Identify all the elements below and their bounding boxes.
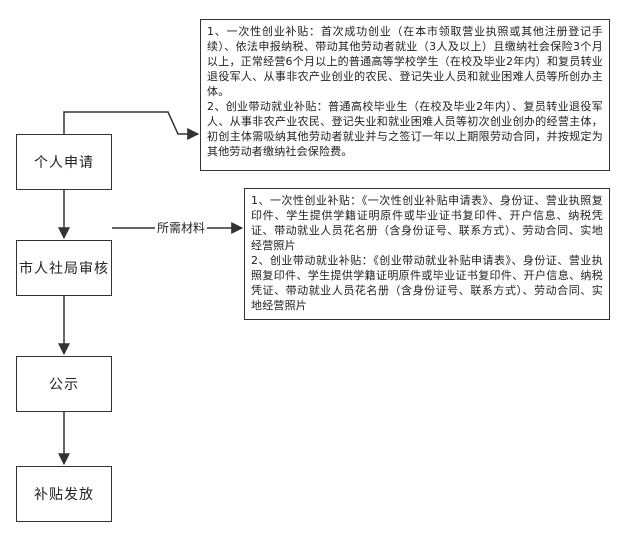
step-review-label: 市人社局审核 bbox=[19, 261, 109, 277]
step-payout: 补贴发放 bbox=[16, 466, 112, 522]
condition-item-2: 2、创业带动就业补贴：普通高校毕业生（在校及毕业2年内）、复员转业退役军人、从事… bbox=[207, 100, 603, 158]
material-item-1: 1、一次性创业补贴：《一次性创业补贴申请表》、身份证、营业执照复印件、学生提供学… bbox=[251, 194, 603, 252]
step-publicity: 公示 bbox=[16, 356, 112, 412]
step-apply: 个人申请 bbox=[16, 134, 112, 190]
step-publicity-label: 公示 bbox=[49, 377, 79, 393]
step-apply-label: 个人申请 bbox=[34, 155, 94, 171]
step-payout-label: 补贴发放 bbox=[34, 487, 94, 503]
conditions-box: 1、一次性创业补贴：首次成功创业（在本市领取营业执照或其他注册登记手续）、依法申… bbox=[200, 19, 610, 171]
edge-apply-to-conditions bbox=[63, 111, 200, 140]
materials-edge-label: 所需材料 bbox=[155, 221, 208, 235]
material-item-2: 2、创业带动就业补贴：《创业带动就业补贴申请表》、身份证、营业执照复印件、学生提… bbox=[251, 254, 603, 312]
condition-item-1: 1、一次性创业补贴：首次成功创业（在本市领取营业执照或其他注册登记手续）、依法申… bbox=[207, 25, 603, 98]
materials-box: 1、一次性创业补贴：《一次性创业补贴申请表》、身份证、营业执照复印件、学生提供学… bbox=[244, 188, 610, 320]
step-review: 市人社局审核 bbox=[16, 240, 112, 296]
